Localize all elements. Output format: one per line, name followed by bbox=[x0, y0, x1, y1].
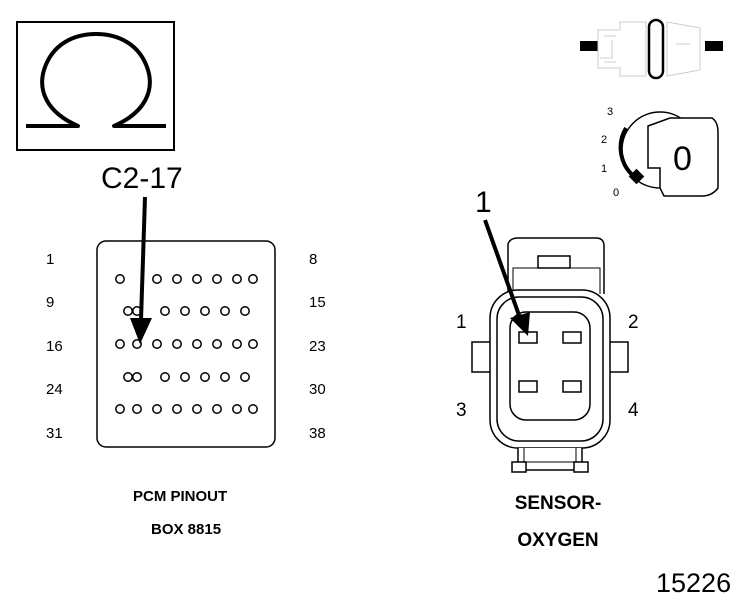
pcm-left-label: 9 bbox=[46, 294, 55, 311]
ignition-key-label: 0 bbox=[673, 140, 692, 178]
pcm-right-label: 38 bbox=[309, 425, 326, 442]
pcm-pin-hole bbox=[172, 339, 182, 349]
pcm-pin-hole bbox=[132, 339, 142, 349]
pcm-pin-hole bbox=[180, 306, 190, 316]
pcm-pin-hole bbox=[115, 404, 125, 414]
ignition-position-label: 3 bbox=[607, 106, 614, 118]
pcm-pin-hole bbox=[132, 404, 142, 414]
sensor-pin1-arrow bbox=[483, 219, 530, 336]
pcm-left-label: 1 bbox=[46, 251, 55, 268]
pcm-pin-hole bbox=[123, 372, 133, 382]
sensor-caption-line2: OXYGEN bbox=[517, 530, 599, 551]
pcm-pin-hole bbox=[172, 274, 182, 284]
ignition-key-icon bbox=[618, 111, 719, 197]
c2-17-callout-label: C2-17 bbox=[101, 162, 183, 195]
pcm-pin-hole bbox=[240, 306, 250, 316]
pcm-pin-hole bbox=[192, 339, 202, 349]
pcm-right-label: 30 bbox=[309, 381, 326, 398]
pcm-pin-hole bbox=[232, 274, 242, 284]
pcm-left-label: 31 bbox=[46, 425, 63, 442]
connector-disconnect-icon bbox=[580, 18, 723, 80]
pcm-pin-hole bbox=[180, 372, 190, 382]
ignition-position-label: 1 bbox=[601, 163, 608, 175]
oxygen-sensor-connector bbox=[471, 237, 629, 473]
pcm-right-label: 23 bbox=[309, 338, 326, 355]
pcm-pin-hole bbox=[212, 339, 222, 349]
pcm-pin-hole bbox=[212, 404, 222, 414]
sensor-caption-line1: SENSOR- bbox=[514, 493, 602, 514]
pcm-pin-hole bbox=[200, 372, 210, 382]
pcm-pin-hole bbox=[115, 339, 125, 349]
pcm-caption-line2: BOX 8815 bbox=[151, 521, 222, 538]
pcm-pin-hole bbox=[115, 274, 125, 284]
pcm-pin-hole bbox=[212, 274, 222, 284]
pcm-pin-hole bbox=[248, 404, 258, 414]
sensor-pin-label: 3 bbox=[456, 400, 467, 421]
pcm-pin-hole bbox=[123, 306, 133, 316]
pcm-pin-hole bbox=[192, 274, 202, 284]
sensor-pin-label: 4 bbox=[628, 400, 639, 421]
c2-17-arrow bbox=[130, 196, 152, 344]
pcm-right-label: 8 bbox=[309, 251, 318, 268]
pcm-pin-hole bbox=[172, 404, 182, 414]
pcm-pin-hole bbox=[160, 306, 170, 316]
ignition-position-label: 2 bbox=[601, 134, 608, 146]
pcm-pin-hole bbox=[220, 372, 230, 382]
ohmmeter-icon bbox=[16, 21, 175, 151]
pcm-pin-hole bbox=[192, 404, 202, 414]
pcm-pin-hole bbox=[152, 339, 162, 349]
pcm-pin-hole bbox=[232, 339, 242, 349]
pcm-pin-hole bbox=[220, 306, 230, 316]
pcm-caption-line1: PCM PINOUT bbox=[133, 488, 228, 505]
ignition-position-label: 0 bbox=[613, 187, 620, 199]
pcm-pin-hole bbox=[240, 372, 250, 382]
pcm-pin-hole bbox=[232, 404, 242, 414]
sensor-callout-label: 1 bbox=[475, 186, 492, 219]
pcm-pin-hole bbox=[160, 372, 170, 382]
pcm-pin-hole bbox=[200, 306, 210, 316]
pcm-left-label: 24 bbox=[46, 381, 63, 398]
pcm-left-label: 16 bbox=[46, 338, 63, 355]
pcm-pin-hole bbox=[152, 404, 162, 414]
pcm-pin-hole bbox=[248, 274, 258, 284]
pcm-right-label: 15 bbox=[309, 294, 326, 311]
pcm-connector-face bbox=[96, 240, 276, 448]
pcm-pin-hole bbox=[132, 372, 142, 382]
sensor-pin-label: 2 bbox=[628, 312, 639, 333]
figure-number: 15226 bbox=[656, 568, 732, 598]
sensor-pin-label: 1 bbox=[456, 312, 467, 333]
pcm-pin-hole bbox=[152, 274, 162, 284]
pcm-pin-hole bbox=[248, 339, 258, 349]
